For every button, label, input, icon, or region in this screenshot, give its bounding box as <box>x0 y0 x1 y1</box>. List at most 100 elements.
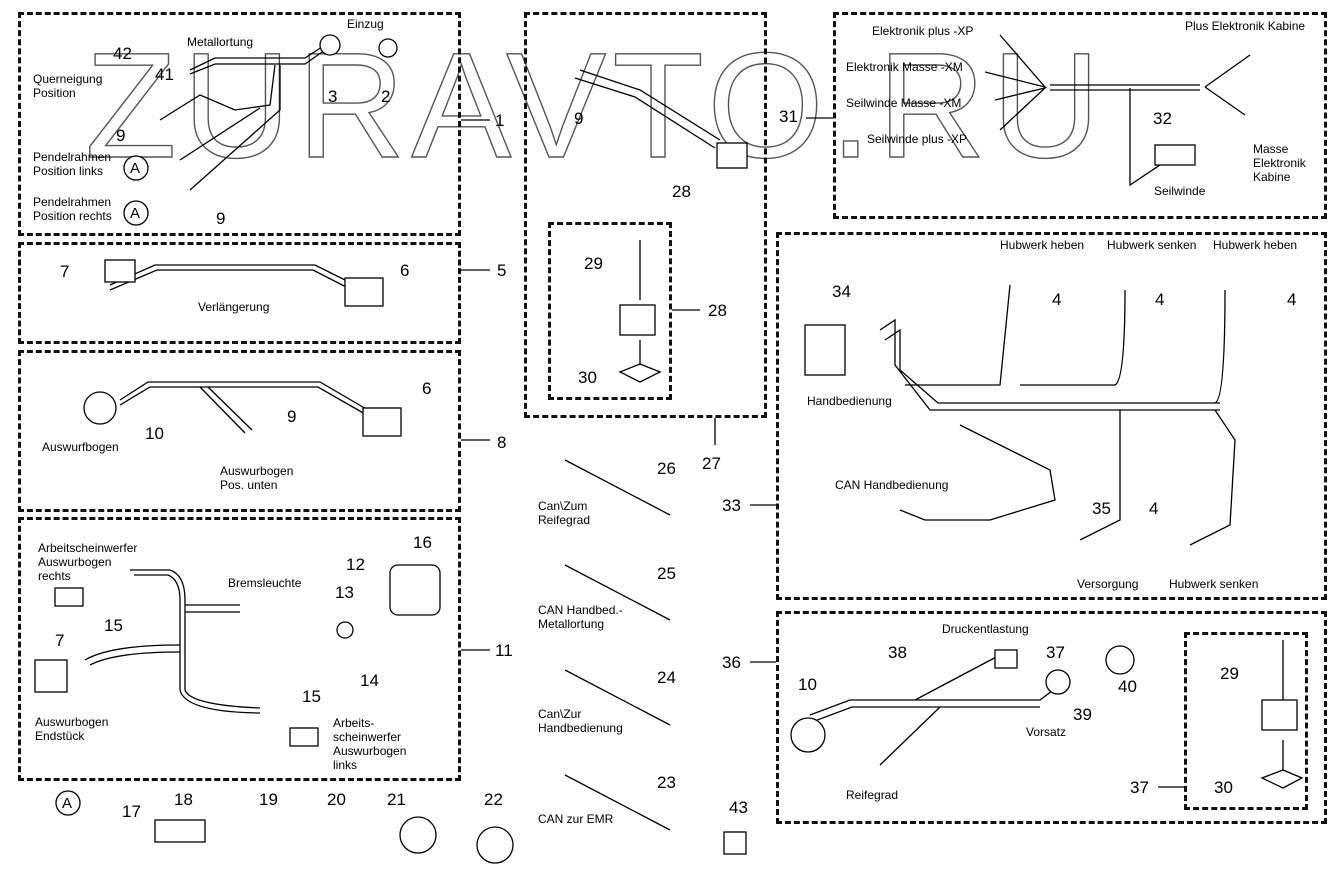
part-30: 30 <box>1214 778 1233 797</box>
label-elektronik-masse: Elektronik Masse -XM <box>846 60 963 74</box>
part-42: 42 <box>113 44 132 63</box>
part-4: 4 <box>1287 290 1297 309</box>
label-can-zur-handbedienung: Can\Zur Handbedienung <box>538 707 623 735</box>
part-34: 34 <box>832 282 851 301</box>
part-28: 28 <box>672 182 691 201</box>
label-auswurfbogen: Auswurfbogen <box>42 440 119 454</box>
part-31: 31 <box>779 107 798 126</box>
part-18: 18 <box>174 790 193 809</box>
part-13: 13 <box>335 583 354 602</box>
part-36: 36 <box>722 653 741 672</box>
part-9: 9 <box>116 126 126 145</box>
group-box-33 <box>776 232 1327 600</box>
label-can-handbed-metallortung: CAN Handbed.- Metallortung <box>538 603 623 631</box>
label-auswurbogen-endstueck: Auswurbogen Endstück <box>35 715 109 743</box>
part-29: 29 <box>1220 664 1239 683</box>
part-38: 38 <box>888 643 907 662</box>
part-33: 33 <box>722 496 741 515</box>
part-2: 2 <box>381 87 391 106</box>
label-querneigung: Querneigung Position <box>33 72 103 100</box>
part-37: 37 <box>1130 778 1149 797</box>
group-box-5 <box>18 242 461 344</box>
label-auswurbogen-pos-unten: Auswurbogen Pos. unten <box>220 464 294 492</box>
label-elektronik-plus: Elektronik plus -XP <box>872 24 974 38</box>
label-hubwerk-senken: Hubwerk senken <box>1169 577 1259 591</box>
part-10: 10 <box>798 675 817 694</box>
part-7: 7 <box>60 262 70 281</box>
label-metallortung: Metallortung <box>187 35 254 49</box>
part-9: 9 <box>287 407 297 426</box>
group-box-36 <box>776 611 1327 824</box>
group-box-11 <box>18 517 461 781</box>
part-26: 26 <box>657 459 676 478</box>
part-4: 4 <box>1155 290 1165 309</box>
part-1: 1 <box>495 111 505 130</box>
group-box-37 <box>1184 632 1308 810</box>
group-box-1 <box>18 12 461 236</box>
group-box-31 <box>833 12 1327 219</box>
part-6: 6 <box>400 261 410 280</box>
part-39: 39 <box>1073 705 1092 724</box>
label-seilwinde-plus: Seilwinde plus -XP <box>867 132 968 146</box>
label-bremsleuchte: Bremsleuchte <box>228 576 302 590</box>
part-4: 4 <box>1052 290 1062 309</box>
part-12: 12 <box>346 555 365 574</box>
part-32: 32 <box>1153 109 1172 128</box>
part-35: 35 <box>1092 499 1111 518</box>
label-hubwerk-heben: Hubwerk heben <box>1000 238 1085 252</box>
part-15: 15 <box>302 687 321 706</box>
label-versorgung: Versorgung <box>1077 577 1139 591</box>
label-pendel-rechts: Pendelrahmen Position rechts <box>33 195 112 223</box>
part-19: 19 <box>259 790 278 809</box>
label-pendel-links: Pendelrahmen Position links <box>33 150 112 178</box>
part-3: 3 <box>328 87 338 106</box>
part-43: 43 <box>729 798 748 817</box>
label-druckentlastung: Druckentlastung <box>942 622 1029 636</box>
part-41: 41 <box>155 65 174 84</box>
part-24: 24 <box>657 668 676 687</box>
label-hubwerk-heben: Hubwerk heben <box>1213 238 1298 252</box>
label-verlaengerung: Verlängerung <box>198 300 270 314</box>
label-can-zur-emr: CAN zur EMR <box>538 812 614 826</box>
part-9: 9 <box>216 209 226 228</box>
part-7: 7 <box>55 631 65 650</box>
group-box-8 <box>18 350 461 512</box>
label-can-handbedienung: CAN Handbedienung <box>835 478 949 492</box>
label-handbedienung: Handbedienung <box>807 394 892 408</box>
part-17: 17 <box>122 802 141 821</box>
label-vorsatz: Vorsatz <box>1026 725 1067 739</box>
part-22: 22 <box>484 790 503 809</box>
part-25: 25 <box>657 564 676 583</box>
part-23: 23 <box>657 773 676 792</box>
label-seilwinde-masse: Seilwinde Masse -XM <box>846 96 962 110</box>
callout-a-marker: A <box>130 205 141 222</box>
part-20: 20 <box>327 790 346 809</box>
label-hubwerk-senken: Hubwerk senken <box>1107 238 1197 252</box>
label-seilwinde: Seilwinde <box>1154 184 1206 198</box>
part-40: 40 <box>1118 677 1137 696</box>
part-16: 16 <box>413 533 432 552</box>
group-box-28 <box>548 222 672 400</box>
callout-a-marker: A <box>62 795 73 812</box>
part-27: 27 <box>702 454 721 473</box>
part-37: 37 <box>1046 643 1065 662</box>
label-plus-elektronik-kabine: Plus Elektronik Kabine <box>1185 19 1306 33</box>
label-arbeitscheinwerfer-links: Arbeits- scheinwerfer Auswurbogen links <box>333 716 407 772</box>
group-box-27 <box>524 12 767 418</box>
part-9: 9 <box>574 109 584 128</box>
label-einzug: Einzug <box>347 17 384 31</box>
part-8: 8 <box>497 433 507 452</box>
part-5: 5 <box>497 261 507 280</box>
part-6: 6 <box>422 379 432 398</box>
callout-a-marker: A <box>130 160 141 177</box>
part-29: 29 <box>584 254 603 273</box>
part-28: 28 <box>708 301 727 320</box>
label-masse-elektronik-kabine: Masse Elektronik Kabine <box>1253 142 1306 184</box>
part-14: 14 <box>360 671 379 690</box>
part-11: 11 <box>495 641 513 660</box>
part-21: 21 <box>387 790 406 809</box>
label-reifegrad: Reifegrad <box>846 788 899 802</box>
part-15: 15 <box>104 616 123 635</box>
part-10: 10 <box>145 424 164 443</box>
label-can-zum-reifegrad: Can\Zum Reifegrad <box>538 499 591 527</box>
